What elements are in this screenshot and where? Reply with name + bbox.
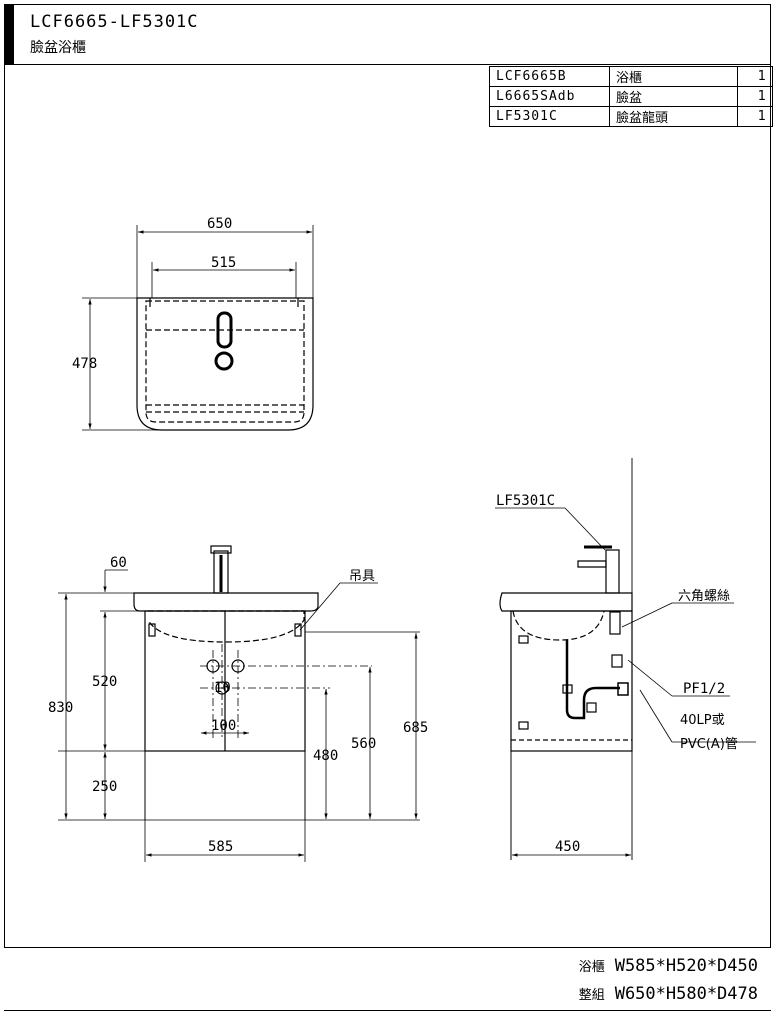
basin-inner <box>145 300 305 423</box>
cabinet-side <box>510 610 633 752</box>
parts-row: L6665SAdb 臉盆 1 <box>489 86 773 107</box>
dim-60: 60 <box>110 555 127 571</box>
dim-560: 560 <box>351 736 376 752</box>
parts-row: LCF6665B 浴櫃 1 <box>489 66 773 87</box>
part-code: LF5301C <box>489 106 610 127</box>
label-hex-screw: 六角螺絲 <box>678 589 730 604</box>
footer-set-dims: W650*H580*D478 <box>614 984 758 1004</box>
label-faucet-model: LF5301C <box>496 493 555 509</box>
part-name: 浴櫃 <box>609 66 738 87</box>
top-view <box>82 225 314 431</box>
label-drain-40lp: 40LP或 <box>680 713 725 728</box>
model-subtitle: 臉盆浴櫃 <box>30 40 86 56</box>
model-code: LCF6665-LF5301C <box>30 12 199 32</box>
dim-250: 250 <box>92 779 117 795</box>
dim-515: 515 <box>211 255 236 271</box>
dim-520: 520 <box>92 674 117 690</box>
bottom-rule <box>4 1010 771 1011</box>
basin-outline <box>136 297 314 431</box>
part-code: L6665SAdb <box>489 86 610 107</box>
label-drain-pvc: PVC(A)管 <box>680 737 738 752</box>
drain-top-icon <box>214 351 234 371</box>
dim-650: 650 <box>207 216 232 232</box>
drawing-sheet <box>4 4 771 948</box>
parts-table: LCF6665B 浴櫃 1 L6665SAdb 臉盆 1 LF5301C 臉盆龍… <box>489 66 773 127</box>
side-view <box>495 458 756 860</box>
part-name: 臉盆 <box>609 86 738 107</box>
footer-cabinet-label: 浴櫃 <box>578 960 605 975</box>
part-name: 臉盆龍頭 <box>609 106 738 127</box>
dim-478: 478 <box>72 356 97 372</box>
faucet-top-icon <box>216 311 233 349</box>
part-qty: 1 <box>737 106 773 127</box>
dim-830: 830 <box>48 700 73 716</box>
front-view <box>58 545 420 862</box>
footer-set-label: 整組 <box>578 988 605 1003</box>
dim-480: 480 <box>313 748 338 764</box>
dim-450: 450 <box>555 839 580 855</box>
footer-set-spec: 整組 W650*H580*D478 <box>579 984 758 1004</box>
footer-cabinet-spec: 浴櫃 W585*H520*D450 <box>579 956 758 976</box>
parts-row: LF5301C 臉盆龍頭 1 <box>489 106 773 127</box>
drain-trap <box>565 640 620 720</box>
label-hanger: 吊具 <box>349 569 375 584</box>
title-block <box>4 4 771 65</box>
title-accent-bar <box>4 4 14 64</box>
footer-cabinet-dims: W585*H520*D450 <box>614 956 758 976</box>
dim-585: 585 <box>208 839 233 855</box>
basin-front <box>133 592 319 612</box>
dim-685: 685 <box>403 720 428 736</box>
faucet-side-icon <box>605 549 620 594</box>
dim-10: 10 <box>214 680 231 696</box>
dim-100: 100 <box>211 718 236 734</box>
basin-side <box>499 592 633 612</box>
label-pf: PF1/2 <box>683 681 725 697</box>
